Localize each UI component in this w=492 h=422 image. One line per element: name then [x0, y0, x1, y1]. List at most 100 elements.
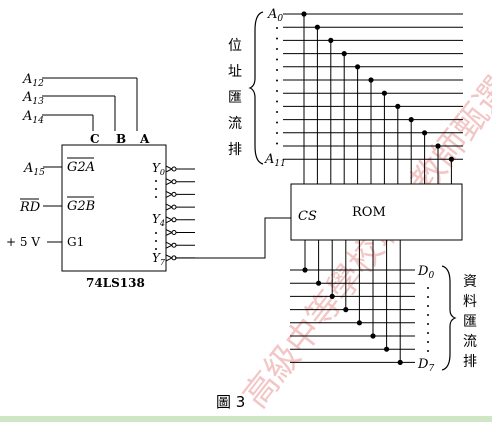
input-a12-label: A12	[22, 72, 44, 89]
address-junction-dot	[408, 117, 414, 123]
svg-text:位: 位	[228, 38, 242, 54]
data-bus-bottom-label: D7	[417, 357, 434, 374]
figure-caption: 圖 3	[216, 393, 245, 411]
data-ellipsis-dot	[427, 350, 429, 352]
address-bus-ellipsis	[276, 27, 278, 145]
address-junction-dot	[301, 11, 307, 17]
data-bus-label: 資 料 匯 流 排	[463, 274, 477, 370]
svg-text:址: 址	[228, 64, 242, 80]
address-junction-dot	[355, 64, 361, 70]
output-buffer-triangle	[165, 228, 174, 237]
input-a14-label: A14	[22, 109, 44, 126]
output-bubble	[171, 217, 177, 223]
input-vcc-label: + 5 V	[6, 235, 40, 249]
output-bubble	[171, 179, 177, 185]
decoder-label: 74LS138	[86, 276, 145, 290]
address-ellipsis-dot	[276, 100, 278, 103]
pin-b-label: B	[116, 132, 126, 146]
address-ellipsis-dot	[276, 48, 278, 50]
enable-wiring	[20, 157, 94, 243]
address-bus-brace	[248, 11, 264, 165]
decoder-output-ellipsis	[155, 180, 157, 250]
address-bus-dots	[301, 11, 454, 162]
output-y7-label: Y7	[152, 251, 166, 267]
data-ellipsis-dot	[427, 332, 429, 334]
address-ellipsis-dot	[276, 69, 278, 71]
output-bubble	[171, 242, 177, 248]
address-junction-dot	[368, 77, 374, 83]
pin-a-label: A	[139, 132, 150, 146]
address-ellipsis-dot	[276, 111, 278, 113]
rom-label: ROM	[352, 205, 386, 220]
address-junction-dot	[448, 156, 454, 162]
address-junction-dot	[314, 24, 320, 30]
output-bubble	[171, 191, 177, 197]
pin-g1-label: G1	[67, 235, 84, 249]
svg-text:流: 流	[463, 334, 477, 350]
bottom-bar	[0, 416, 492, 422]
data-junction-dot	[316, 280, 322, 286]
output-buffer-triangle	[165, 215, 174, 224]
data-bus-dots	[302, 267, 403, 365]
data-ellipsis-dot	[427, 296, 429, 298]
rom-chip	[290, 183, 463, 241]
output-y4-label: Y4	[152, 212, 165, 228]
address-bus-label: 位 址 匯 流 排	[228, 38, 242, 158]
address-ellipsis-dot	[276, 79, 278, 82]
decoder-outputs	[165, 165, 195, 262]
address-ellipsis-dot	[276, 142, 278, 145]
output-buffer-triangle	[165, 254, 174, 262]
data-junction-dot	[343, 307, 349, 313]
output-bubble	[171, 204, 177, 210]
address-bus	[283, 13, 463, 184]
data-ellipsis-dot	[427, 287, 429, 289]
output-buffer-triangle	[165, 241, 174, 250]
output-buffer-triangle	[165, 165, 174, 173]
output-y0-label: Y0	[152, 161, 165, 177]
address-bus-bottom-label: A11	[264, 152, 286, 169]
data-junction-dot	[384, 346, 390, 352]
output-bubble	[171, 166, 177, 172]
address-ellipsis-dot	[276, 132, 278, 134]
output-buffer-triangle	[165, 177, 174, 186]
address-ellipsis-dot	[276, 90, 278, 92]
data-bus-brace	[441, 265, 457, 371]
output-bubble	[171, 230, 177, 235]
data-ellipsis-dot	[427, 305, 429, 307]
output-buffer-triangle	[165, 203, 174, 211]
address-bus-top-label: A0	[267, 7, 283, 24]
data-junction-dot	[302, 267, 308, 273]
svg-text:流: 流	[228, 116, 242, 132]
data-bus-ellipsis	[427, 287, 429, 352]
watermark: 高級中等學校聯合教師甄選	[236, 69, 492, 415]
input-a15-label: A15	[23, 161, 45, 178]
select-wiring	[42, 77, 138, 131]
data-ellipsis-dot	[427, 341, 429, 343]
svg-text:匯: 匯	[228, 90, 242, 106]
y7-to-cs-wire	[175, 217, 291, 259]
svg-text:資: 資	[463, 274, 477, 290]
svg-text:排: 排	[463, 354, 477, 370]
address-junction-dot	[328, 37, 334, 44]
data-junction-dot	[356, 320, 362, 326]
data-ellipsis-dot	[427, 314, 429, 316]
address-ellipsis-dot	[276, 121, 278, 124]
address-ellipsis-dot	[276, 37, 278, 40]
address-junction-dot	[341, 51, 347, 57]
address-junction-dot	[381, 90, 387, 96]
data-junction-dot	[397, 359, 403, 365]
address-junction-dot	[395, 103, 401, 109]
address-junction-dot	[422, 130, 428, 136]
svg-text:料: 料	[463, 294, 477, 310]
data-bus-top-label: D0	[417, 264, 434, 281]
input-a13-label: A13	[22, 90, 44, 107]
rom-cs-label: CS	[298, 209, 317, 224]
pin-g2a-label: G2A	[67, 160, 95, 175]
pin-g2b-label: G2B	[67, 199, 95, 214]
data-bus	[290, 240, 415, 363]
output-buffer-triangle	[165, 190, 174, 199]
watermark-text: 高級中等學校聯合教師甄選	[236, 69, 492, 415]
svg-text:排: 排	[228, 142, 242, 158]
svg-text:匯: 匯	[463, 314, 477, 330]
